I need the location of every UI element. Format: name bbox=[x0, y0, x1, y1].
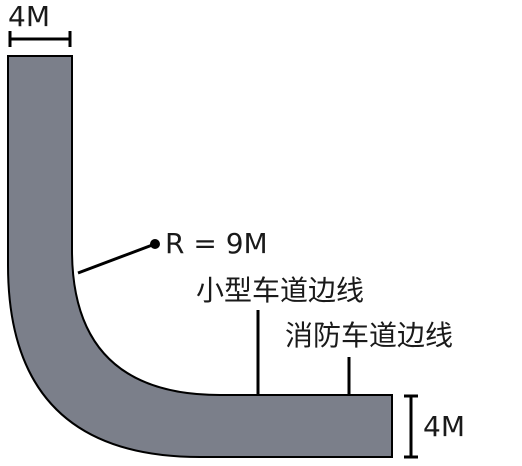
right-dimension-label: 4M bbox=[423, 410, 465, 443]
radius-label: R = 9M bbox=[165, 227, 268, 260]
top-dimension-label: 4M bbox=[8, 0, 50, 33]
road-lane-shape bbox=[7, 55, 393, 458]
radius-leader bbox=[77, 239, 160, 275]
small-vehicle-edge-label: 小型车道边线 bbox=[196, 274, 365, 307]
fire-lane-edge-label: 消防车道边线 bbox=[285, 319, 454, 352]
top-width-dimension bbox=[8, 31, 72, 47]
radius-leader-dot bbox=[150, 239, 160, 249]
right-width-dimension bbox=[404, 394, 418, 459]
